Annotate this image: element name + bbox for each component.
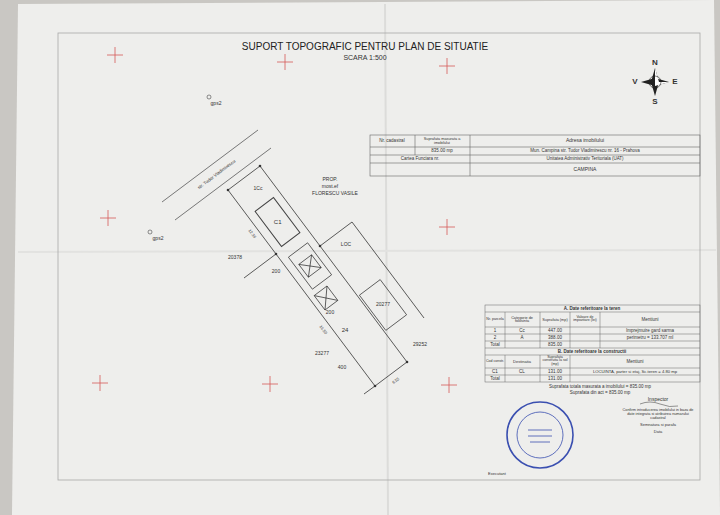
street-lines [162, 130, 271, 220]
table-cell: Cc [519, 328, 525, 333]
table-cell: CL [519, 369, 525, 374]
table-cell: Total [490, 376, 500, 381]
parcel-number: 200 [272, 269, 280, 274]
street-name: str. Tudor Vladimirescu [197, 159, 236, 190]
office-stamp [507, 402, 573, 468]
table-cell: A [520, 335, 523, 340]
paper-sheet [12, 0, 720, 515]
compass-letter: E [672, 78, 677, 86]
scale-note: SCARA 1:500 [343, 54, 386, 61]
table-grid [370, 135, 700, 176]
building-label: LOC [341, 242, 351, 247]
fold-line [385, 4, 388, 515]
table-cell: 2 [494, 335, 497, 340]
table-cell: perimetru = 133.707 ml [627, 335, 673, 340]
table-cell: 131.00 [548, 376, 562, 381]
table-cell: 447.00 [548, 328, 562, 333]
boundary-points [227, 165, 409, 388]
table-cell: Suprafata (mp) [541, 318, 569, 322]
area-note: Suprafata din act = 835.00 mp [570, 391, 630, 396]
survey-points [148, 95, 211, 234]
parcel-number: 20277 [376, 302, 390, 307]
compass-letter: V [632, 78, 637, 86]
table-cell: Cod constr. [486, 360, 505, 364]
compass-letter: S [652, 98, 657, 106]
table-cell: 1 [494, 328, 497, 333]
parcel-outline [228, 166, 424, 394]
drawing-frame [58, 33, 700, 480]
table-cell: Mentiuni [641, 317, 658, 322]
parcel-label: 1Cc [254, 186, 263, 191]
table-cell: Suprafata masurata a imobilului [420, 137, 464, 145]
parcel-number: 200 [326, 310, 334, 315]
owner-note: PROP. [323, 177, 338, 182]
table-cell: Mentiuni [626, 359, 643, 364]
table-cell: C1 [492, 369, 498, 374]
table-cell: Total [490, 342, 500, 347]
signature-note: Data [654, 430, 662, 434]
table-cell: Destinatia [513, 359, 531, 363]
table-cell: Mun. Campina str. Tudor Vladimirescu nr.… [530, 149, 640, 154]
table-cell: Nr. parcela [486, 318, 505, 322]
table-cell: Valoare de impozitare (lei) [571, 316, 599, 324]
table-cell: LOCUINTA, parter si etaj, Sc.teren = 4.8… [593, 369, 677, 373]
table-grid [485, 305, 700, 382]
parcel-number: 29252 [413, 342, 427, 347]
table-cell: Cartea Funciara nr. [401, 157, 440, 162]
compass-letter: N [652, 59, 658, 67]
signature-note: Confirm introducerea imobilului in baza … [620, 408, 696, 420]
table-cell: Categorie de folosinta [506, 316, 538, 324]
north-arrow [641, 68, 669, 96]
table-heading: B. Date referitoare la constructii [558, 349, 626, 354]
table-heading: A. Date referitoare la teren [564, 306, 620, 311]
table-cell: Suprafata construita la sol (mp) [541, 356, 570, 367]
table-cell: 835.00 [548, 342, 562, 347]
table-cell: 388.00 [548, 335, 562, 340]
owner-note: FLORESCU VASILE [312, 191, 358, 196]
dimension: 6.55 [392, 377, 401, 385]
table-cell: Imprejmuire gard sarma [626, 328, 674, 333]
building-outline: C1 [254, 197, 300, 247]
building-code: C1 [273, 219, 281, 225]
table-cell: Adresa imobilului [566, 138, 604, 143]
signature-note: Inspector [648, 397, 669, 402]
dimension: 16.50 [318, 325, 327, 336]
table-cell: Unitatea Administrativ Teritoriala (UAT) [546, 157, 623, 162]
owner-note: most.ef [322, 184, 338, 189]
signature-note: Executant [488, 472, 506, 476]
grid-crosses [92, 47, 457, 393]
fold-line [18, 250, 716, 252]
station-label: gps2 [153, 236, 164, 241]
table-cell: Nr. cadastral [379, 139, 404, 144]
table-cell: 835.00 mp [431, 149, 452, 154]
signature-line [640, 402, 678, 407]
parcel-number: 20378 [228, 255, 242, 260]
table-cell: CAMPINA [574, 167, 597, 172]
dimension: 12.36 [247, 229, 256, 240]
building-loc [288, 243, 406, 331]
parcel-number: 23277 [315, 351, 329, 356]
signature-note: Semnatura si parafa [640, 423, 676, 427]
parcel-number: 24 [342, 327, 349, 333]
drawing-title: SUPORT TOPOGRAFIC PENTRU PLAN DE SITUATI… [242, 42, 488, 53]
parcel-number: 400 [338, 365, 346, 370]
station-label: gps2 [211, 101, 222, 106]
table-cell: 131.00 [548, 369, 562, 374]
area-note: Suprafata totala masurata a imobilului =… [549, 385, 651, 390]
